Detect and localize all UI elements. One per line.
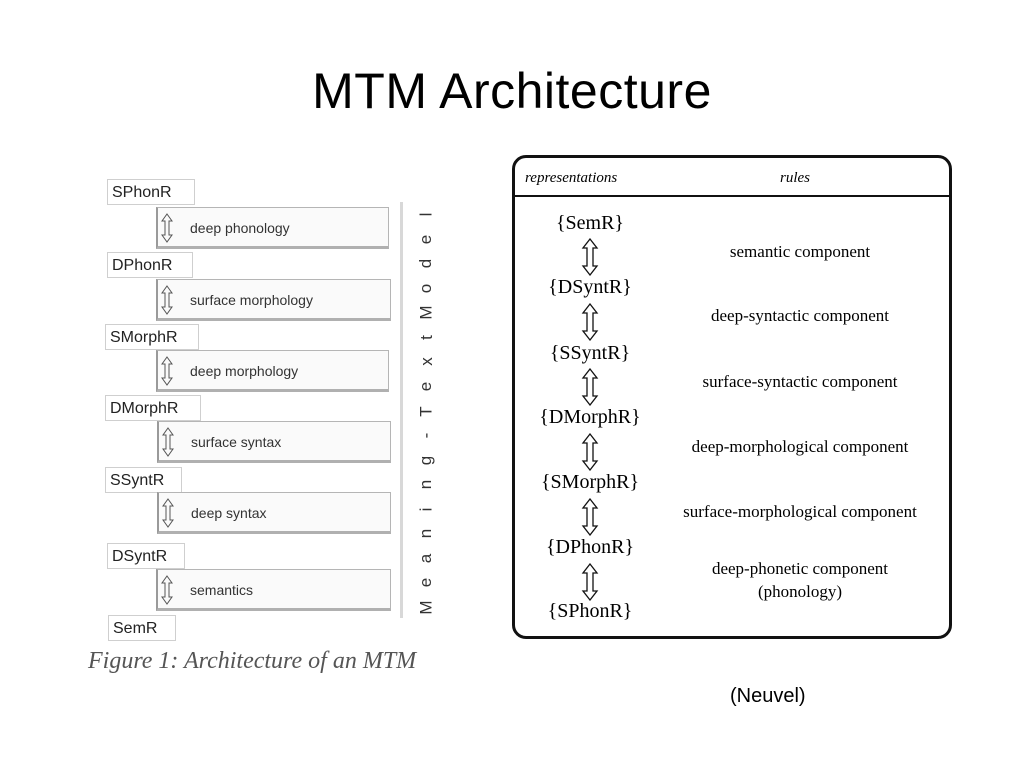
header-divider (515, 195, 949, 197)
vertical-label-char: t (416, 334, 436, 340)
vertical-label-char: T (416, 405, 436, 417)
component-surface-morphological: surface-morphological component (683, 502, 917, 521)
double-arrow-icon (162, 427, 174, 457)
component-deep-syntactic: deep-syntactic component (711, 306, 889, 325)
level-sphonr: {SPhonR} (547, 600, 633, 622)
double-arrow-icon (581, 433, 599, 471)
level-smorphr: {SMorphR} (540, 471, 640, 493)
component-phonology: (phonology) (757, 582, 843, 601)
representation-dphonr: DPhonR (107, 252, 193, 278)
representation-ssyntr: SSyntR (105, 467, 182, 493)
double-arrow-icon (581, 563, 599, 601)
header-rules: rules (780, 170, 810, 186)
vertical-label-char: M (416, 600, 436, 615)
vertical-label-char: i (416, 507, 436, 512)
rule-deep-morphology: deep morphology (156, 350, 389, 392)
representation-dsyntr: DSyntR (107, 543, 185, 569)
vertical-label-char: n (416, 479, 436, 490)
vertical-label-char: x (416, 357, 436, 367)
vertical-divider (400, 202, 403, 618)
rule-semantics: semantics (156, 569, 391, 611)
level-dsyntr: {DSyntR} (548, 276, 632, 298)
vertical-label-char: o (416, 283, 436, 293)
vertical-label-char: l (416, 212, 436, 217)
double-arrow-icon (581, 238, 599, 276)
double-arrow-icon (161, 575, 173, 605)
vertical-label-char: e (416, 578, 436, 588)
double-arrow-icon (581, 303, 599, 341)
representation-semr: SemR (108, 615, 176, 641)
rule-surface-morphology: surface morphology (156, 279, 391, 321)
vertical-label-char: M (416, 305, 436, 320)
source-citation: (Neuvel) (730, 685, 806, 707)
vertical-label-char: e (416, 234, 436, 244)
vertical-label-char: a (416, 553, 436, 564)
rule-deep-syntax: deep syntax (157, 492, 391, 534)
double-arrow-icon (581, 498, 599, 536)
level-dmorphr: {DMorphR} (539, 406, 641, 428)
header-representations: representations (525, 170, 618, 186)
vertical-label-char: n (416, 529, 436, 539)
representation-smorphr: SMorphR (105, 324, 199, 350)
component-semantic: semantic component (729, 242, 871, 261)
vertical-label-char: d (416, 258, 436, 269)
double-arrow-icon (162, 498, 174, 528)
figure-caption: Figure 1: Architecture of an MTM (88, 648, 417, 674)
level-dphonr: {DPhonR} (545, 536, 635, 558)
vertical-label-char: e (416, 381, 436, 392)
vertical-label-char: g (416, 455, 436, 465)
representations-rules-table: representations rules {SemR} {DSyntR} {S… (512, 155, 952, 639)
level-semr: {SemR} (555, 212, 625, 234)
representation-sphonr: SPhonR (107, 179, 195, 205)
component-surface-syntactic: surface-syntactic component (702, 372, 898, 391)
vertical-label-char: - (416, 432, 436, 439)
component-deep-morphological: deep-morphological component (691, 437, 909, 456)
rule-label: deep morphology (190, 363, 299, 379)
rule-label: semantics (190, 582, 254, 598)
rule-deep-phonology: deep phonology (156, 207, 389, 249)
component-deep-phonetic: deep-phonetic component (711, 559, 889, 578)
representation-dmorphr: DMorphR (105, 395, 201, 421)
slide-title: MTM Architecture (312, 63, 712, 119)
rule-label: surface syntax (191, 434, 282, 450)
double-arrow-icon (581, 368, 599, 406)
rule-label: deep syntax (191, 505, 267, 521)
rule-label: surface morphology (190, 292, 313, 308)
double-arrow-icon (161, 356, 173, 386)
double-arrow-icon (161, 285, 173, 315)
rule-label: deep phonology (190, 220, 290, 236)
double-arrow-icon (161, 213, 173, 243)
level-ssyntr: {SSyntR} (549, 342, 631, 364)
rule-surface-syntax: surface syntax (157, 421, 391, 463)
